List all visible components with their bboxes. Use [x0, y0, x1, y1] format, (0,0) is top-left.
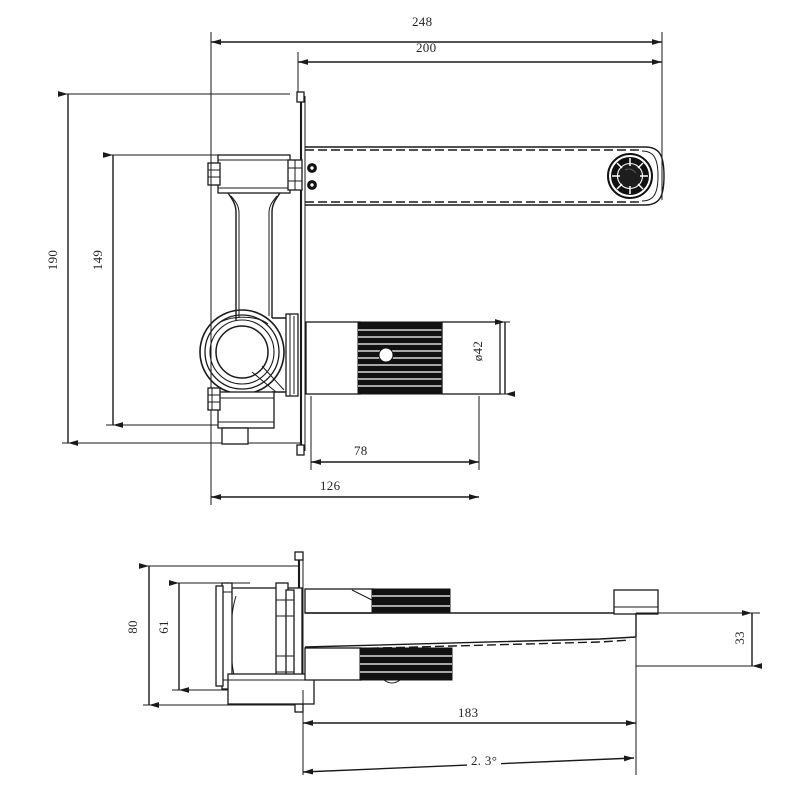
plan-valve-body: [215, 582, 315, 705]
dimension-78: [310, 396, 480, 470]
dimension-200: [297, 52, 662, 92]
dimension-label-200: 200: [416, 40, 437, 55]
dimension-label-248: 248: [412, 14, 433, 29]
dimension-label-78: 78: [354, 443, 368, 458]
dimension-label-183: 183: [458, 705, 479, 720]
handle-assembly: [305, 321, 501, 395]
plan-spout: [304, 588, 659, 684]
dimension-80: [139, 563, 300, 708]
spout-arm: [305, 146, 665, 206]
dimension-248: [210, 32, 663, 470]
dimension-diameter-42: [495, 319, 515, 397]
dimension-label-61: 61: [155, 620, 171, 634]
valve-body-assembly: [199, 154, 303, 445]
dimension-149: [103, 152, 232, 428]
dimension-126: [210, 440, 479, 505]
dimension-label-190: 190: [45, 249, 61, 271]
dimension-label-angle: 2. 3°: [467, 753, 502, 769]
dimension-label-33: 33: [731, 631, 747, 645]
dimension-label-80: 80: [124, 620, 140, 634]
dimension-label-diameter-42: ø42: [470, 340, 486, 362]
dimension-33: [636, 610, 762, 669]
aerator-outlet-icon: [607, 153, 653, 199]
wall-plate: [296, 91, 306, 456]
dimension-label-149: 149: [90, 249, 106, 271]
dimension-190: [58, 91, 300, 446]
dimension-label-126: 126: [320, 478, 341, 493]
